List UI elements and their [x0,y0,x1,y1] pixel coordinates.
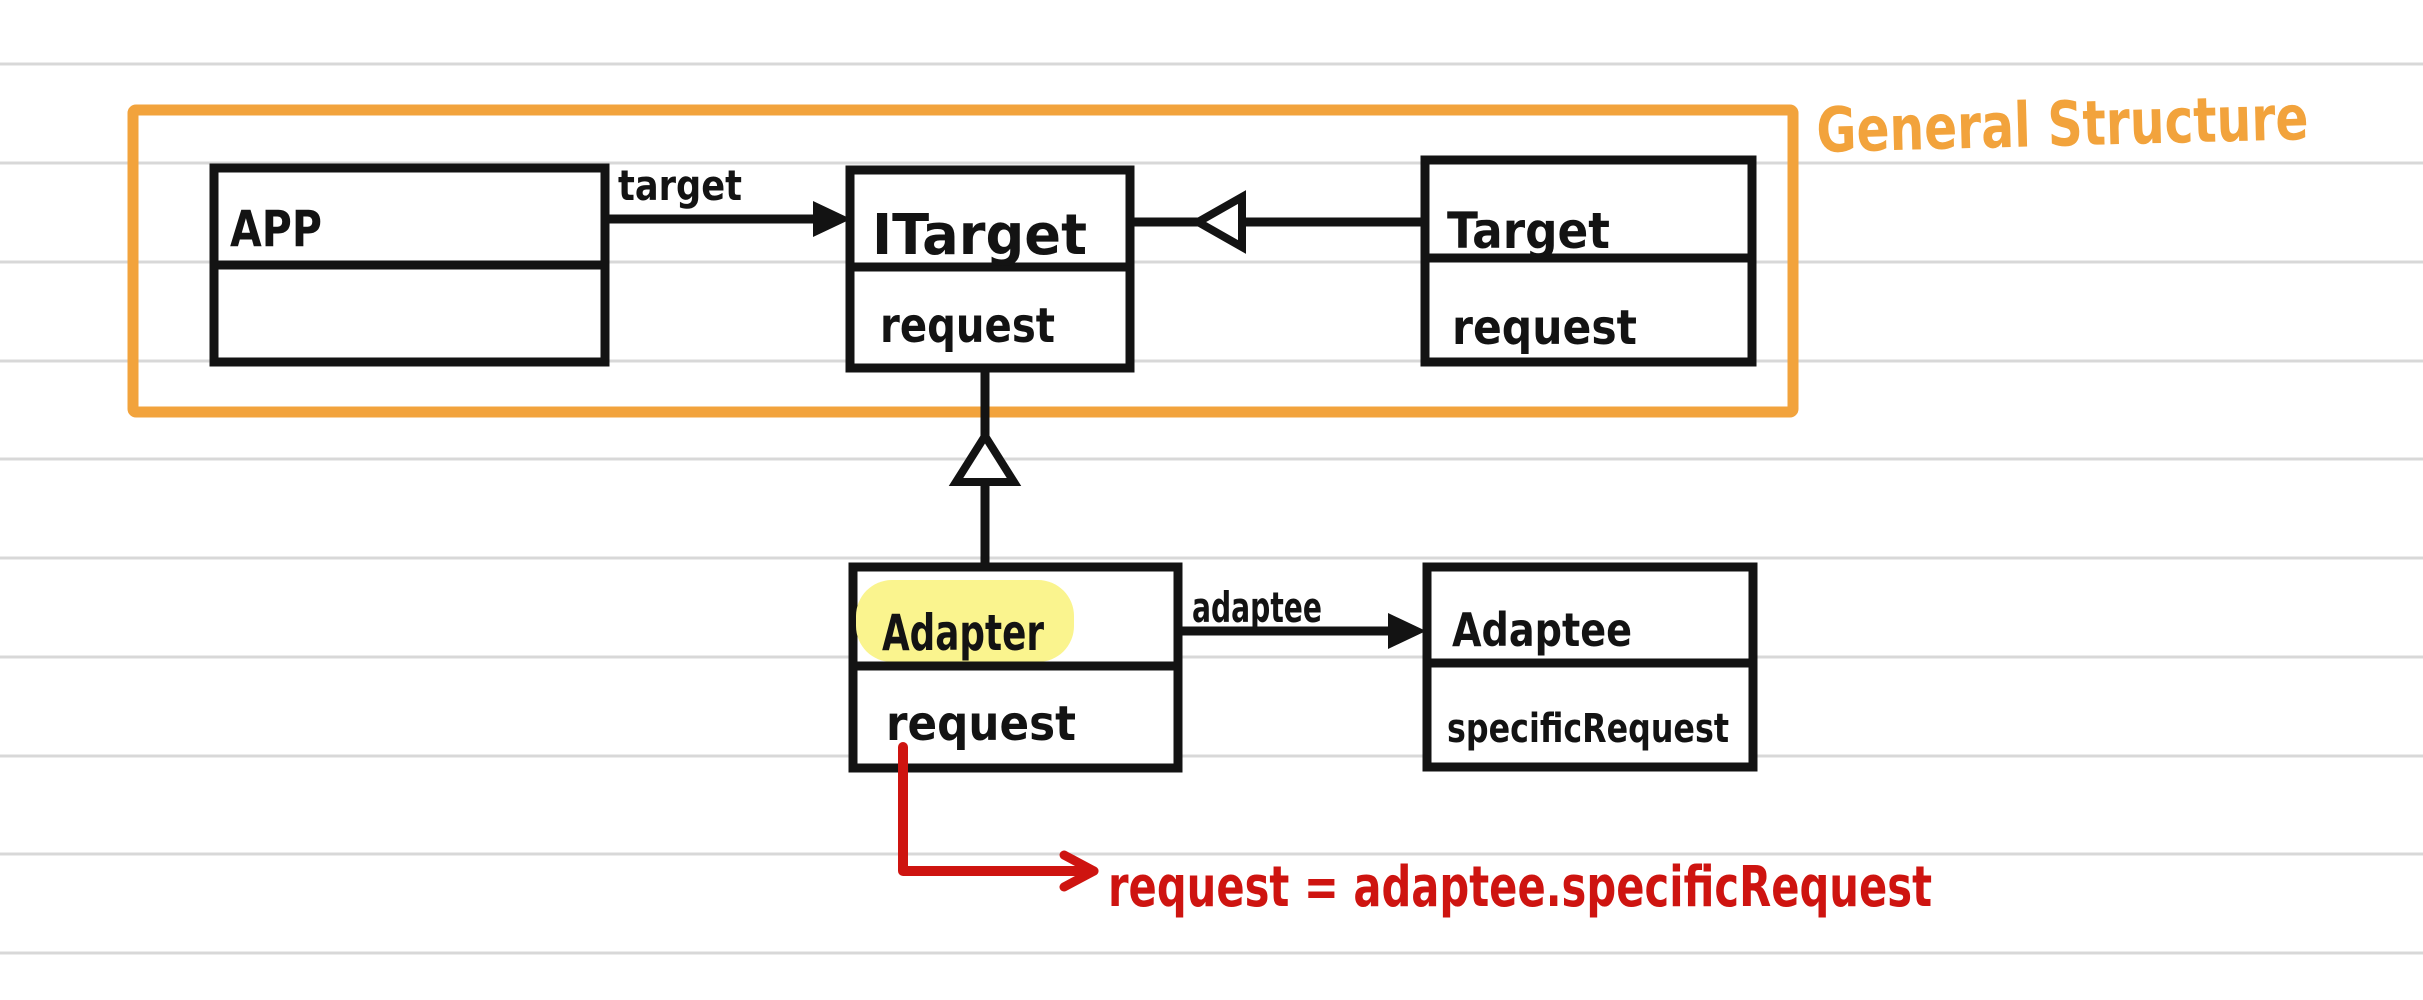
hollow-triangle-up-icon [948,428,1022,486]
class-attr-adaptee: specificRequest [1447,706,1729,752]
realization-target-itarget [1130,190,1425,254]
red-note-text: request = adaptee.specificRequest [1108,855,1932,920]
class-target: Target request [1420,155,1757,367]
general-structure-label: General Structure [1815,81,2309,167]
arrowhead [1388,613,1426,649]
class-app: APP [209,163,610,367]
class-attr-target: request [1452,300,1637,356]
red-note-connector [898,742,1071,876]
general-structure-frame [127,104,1799,418]
association-app-itarget: target [605,161,851,237]
association-adapter-adaptee: adaptee [1178,583,1426,649]
class-title-adaptee: Adaptee [1452,603,1632,657]
class-title-app: APP [230,200,322,258]
generalization-adapter-itarget [948,368,1022,567]
hollow-triangle-left-icon [1189,190,1246,254]
class-title-itarget: ITarget [872,203,1087,268]
arrowhead [813,201,851,237]
red-annotation: request = adaptee.specificRequest [898,742,1932,920]
association-label-adaptee: adaptee [1192,583,1322,632]
class-itarget: ITarget request [845,165,1135,373]
association-label-target: target [618,161,742,210]
class-attr-itarget: request [880,298,1055,354]
adapter-highlight [856,580,1074,662]
class-title-adapter: Adapter [882,604,1044,662]
class-adaptee: Adaptee specificRequest [1422,562,1758,772]
class-adapter: Adapter request [848,562,1183,773]
class-attr-adapter: request [886,696,1076,752]
class-title-target: Target [1447,202,1610,260]
